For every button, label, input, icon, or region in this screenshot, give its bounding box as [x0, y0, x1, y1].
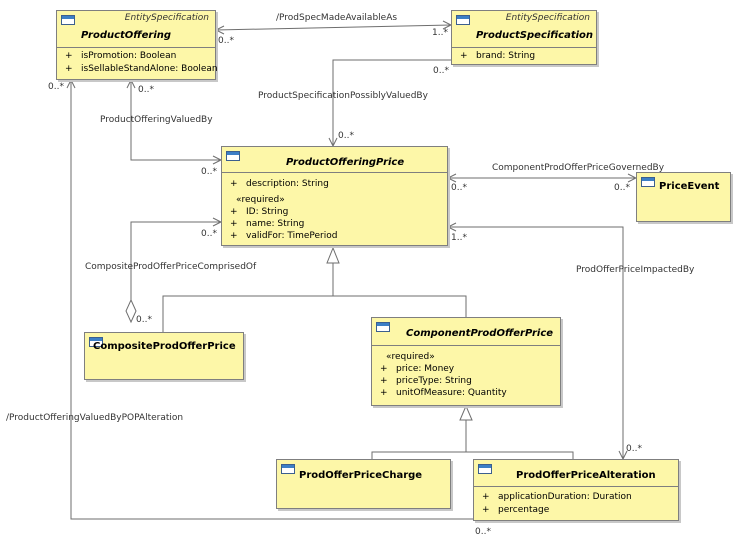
multiplicity: 0..*: [626, 444, 642, 454]
line-product-specification-possibly-valued-by: [332, 59, 451, 146]
required-label: «required»: [386, 352, 435, 362]
attribute: +name: String: [230, 219, 305, 229]
attribute: +isPromotion: Boolean: [65, 51, 177, 61]
class-name: ProductSpecification: [476, 30, 594, 41]
generalization-triangle-pop: [326, 246, 340, 264]
multiplicity: 0..*: [475, 527, 491, 537]
class-product-offering-price[interactable]: ProductOfferingPrice +description: Strin…: [221, 146, 448, 246]
line-generalization-charge: [371, 451, 574, 459]
multiplicity: 0..*: [138, 85, 154, 95]
multiplicity: 0..*: [614, 183, 630, 193]
class-name: CompositeProdOfferPrice: [93, 341, 236, 352]
class-component-prod-offer-price[interactable]: ComponentProdOfferPrice «required» +pric…: [371, 317, 561, 406]
attribute: +validFor: TimePeriod: [230, 231, 338, 241]
line-prod-spec-made-available-as: [215, 24, 452, 31]
label-product-specification-possibly-valued-by: ProductSpecificationPossiblyValuedBy: [258, 91, 428, 101]
label-product-offering-valued-by-pop-alteration: /ProductOfferingValuedByPOPAlteration: [6, 413, 184, 423]
arrow-to-pop-from-priceevent: [446, 173, 457, 183]
attribute: +ID: String: [230, 207, 289, 217]
class-product-specification[interactable]: EntitySpecification ProductSpecification…: [451, 10, 597, 65]
class-name: ProductOffering: [81, 30, 172, 41]
attribute: +percentage: [482, 505, 550, 515]
multiplicity: 0..*: [48, 82, 64, 92]
class-name: ProdOfferPriceAlteration: [516, 470, 656, 481]
arrow-to-product-offering: [214, 25, 225, 35]
line-generalization-composite: [162, 295, 467, 332]
attribute: +isSellableStandAlone: Boolean: [65, 64, 218, 74]
multiplicity: 0..*: [451, 183, 467, 193]
class-name: PriceEvent: [659, 181, 720, 192]
generalization-triangle-component: [459, 404, 473, 421]
label-prod-spec-made-available-as: /ProdSpecMadeAvailableAs: [276, 13, 398, 23]
line-prod-offer-price-impacted-by: [448, 226, 624, 459]
class-name: ComponentProdOfferPrice: [406, 328, 554, 339]
aggregation-diamond: [125, 298, 137, 324]
multiplicity: 0..*: [338, 131, 354, 141]
class-name: ProductOfferingPrice: [286, 157, 405, 168]
multiplicity: 1..*: [432, 28, 448, 38]
multiplicity: 0..*: [218, 36, 234, 46]
arrow-to-product-offering-from-alteration: [66, 78, 76, 89]
class-icon: [281, 464, 295, 474]
arrow-to-pop-from-alteration: [446, 222, 457, 232]
line-composite-comprised-of: [130, 221, 221, 300]
attribute: +description: String: [230, 179, 329, 189]
multiplicity: 0..*: [433, 66, 449, 76]
attribute: +applicationDuration: Duration: [482, 492, 632, 502]
class-icon: [376, 322, 390, 332]
stereotype: EntitySpecification: [124, 13, 209, 23]
class-icon: [478, 464, 492, 474]
label-product-offering-valued-by: ProductOfferingValuedBy: [100, 115, 213, 125]
label-composite-prod-offer-price-comprised-of: CompositeProdOfferPriceComprisedOf: [85, 262, 257, 272]
multiplicity: 0..*: [136, 315, 152, 325]
class-icon: [641, 177, 655, 187]
line-product-offering-valued-by-pop-alteration: [70, 80, 473, 520]
label-prod-offer-price-impacted-by: ProdOfferPriceImpactedBy: [576, 265, 695, 275]
class-composite-prod-offer-price[interactable]: CompositeProdOfferPrice: [84, 332, 244, 380]
class-name: ProdOfferPriceCharge: [299, 470, 423, 481]
class-prod-offer-price-charge[interactable]: ProdOfferPriceCharge: [276, 459, 451, 509]
class-icon: [89, 337, 103, 347]
attribute: +price: Money: [380, 364, 455, 374]
attribute: +brand: String: [460, 51, 536, 61]
multiplicity: 0..*: [201, 167, 217, 177]
arrow-to-product-offering-from-pop: [126, 78, 136, 89]
attribute: +unitOfMeasure: Quantity: [380, 388, 507, 398]
multiplicity: 0..*: [201, 229, 217, 239]
required-label: «required»: [236, 195, 285, 205]
multiplicity: 1..*: [451, 233, 467, 243]
attribute: +priceType: String: [380, 376, 472, 386]
class-price-event[interactable]: PriceEvent: [636, 172, 731, 222]
stereotype: EntitySpecification: [505, 13, 590, 23]
class-product-offering[interactable]: EntitySpecification ProductOffering +isP…: [56, 10, 218, 80]
line-product-offering-valued-by: [130, 80, 221, 161]
class-icon: [456, 15, 470, 25]
class-icon: [226, 151, 240, 161]
label-component-prod-offer-price-governed-by: ComponentProdOfferPriceGovernedBy: [492, 163, 665, 173]
class-prod-offer-price-alteration[interactable]: ProdOfferPriceAlteration +applicationDur…: [473, 459, 679, 521]
class-icon: [61, 15, 75, 25]
